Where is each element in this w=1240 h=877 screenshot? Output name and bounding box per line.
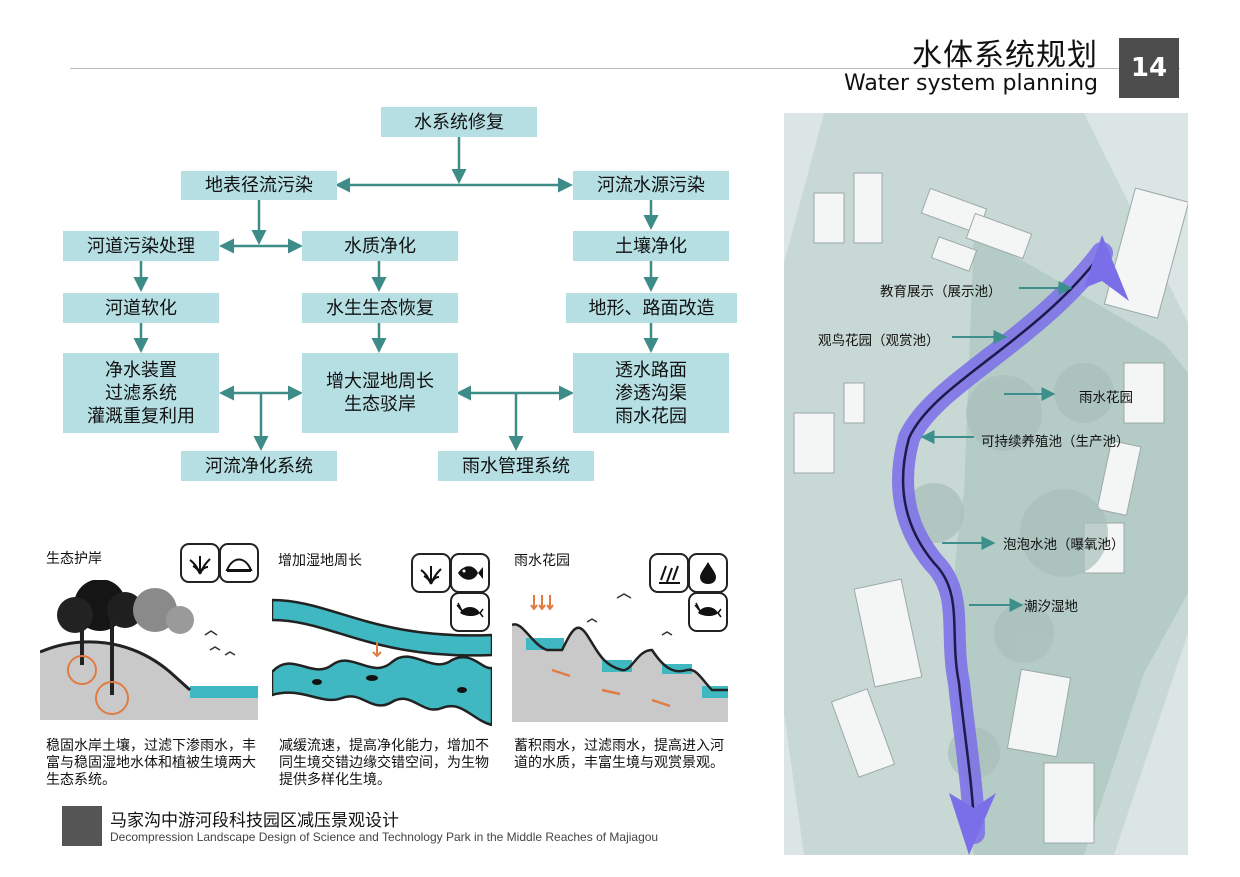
flow-box-channel-softening: 河道软化 <box>63 293 219 323</box>
flow-box-terrain-road-modification: 地形、路面改造 <box>566 293 737 323</box>
map-label-bubble-pool: 泡泡水池（曝氧池） <box>1003 537 1125 553</box>
header-divider <box>70 68 1180 69</box>
mound-icon <box>219 543 259 583</box>
flow-box-surface-runoff-pollution: 地表径流污染 <box>181 171 337 200</box>
map-label-bird-garden: 观鸟花园（观赏池） <box>818 333 940 349</box>
eco-bank-illustration <box>40 580 258 720</box>
panel-title-wetland-perimeter: 增加湿地周长 <box>278 553 362 569</box>
flow-box-rainwater-management-system: 雨水管理系统 <box>438 451 594 481</box>
project-title-cn: 马家沟中游河段科技园区减压景观设计 <box>110 811 399 831</box>
map-label-rain-garden: 雨水花园 <box>1079 390 1133 406</box>
shrimp-icon <box>688 592 728 632</box>
flow-box-water-purification: 水质净化 <box>302 231 458 261</box>
flow-box-wetland-perimeter: 增大湿地周长 生态驳岸 <box>302 353 458 433</box>
water-drop-icon <box>688 553 728 593</box>
project-title-en: Decompression Landscape Design of Scienc… <box>110 830 659 844</box>
panel-description-eco-bank: 稳固水岸土壤，过滤下渗雨水，丰富与稳固湿地水体和植被生境两大生态系统。 <box>46 738 256 788</box>
page-number-badge: 14 <box>1119 38 1179 98</box>
map-label-aquaculture-pool: 可持续养殖池（生产池） <box>981 434 1130 450</box>
flow-box-river-purification-system: 河流净化系统 <box>181 451 337 481</box>
flow-box-river-source-pollution: 河流水源污染 <box>573 171 729 200</box>
rain-icon <box>649 553 689 593</box>
grass-icon <box>411 553 451 593</box>
fish-icon <box>450 553 490 593</box>
flow-box-channel-pollution-treatment: 河道污染处理 <box>63 231 219 261</box>
footer-square <box>62 806 102 846</box>
site-plan-map <box>784 113 1188 855</box>
flow-box-water-system-repair: 水系统修复 <box>381 107 537 137</box>
panel-description-rain-garden: 蓄积雨水，过滤雨水，提高进入河道的水质，丰富生境与观赏景观。 <box>514 738 724 771</box>
rain-garden-illustration <box>512 593 728 722</box>
panel-title-rain-garden: 雨水花园 <box>514 553 570 569</box>
grass-icon <box>180 543 220 583</box>
map-label-education-pool: 教育展示（展示池） <box>880 284 1002 300</box>
page-title: 水体系统规划 <box>912 38 1098 73</box>
map-label-tidal-wetland: 潮汐湿地 <box>1024 599 1078 615</box>
page-subtitle: Water system planning <box>843 71 1098 96</box>
panel-description-wetland-perimeter: 减缓流速，提高净化能力，增加不同生境交错边缘交错空间，为生物提供多样化生境。 <box>279 738 489 788</box>
shrimp-icon <box>450 592 490 632</box>
flow-box-aquatic-ecology-restoration: 水生生态恢复 <box>302 293 458 323</box>
panel-title-eco-bank: 生态护岸 <box>46 551 102 567</box>
wetland-perimeter-illustration <box>272 598 492 727</box>
flow-box-soil-purification: 土壤净化 <box>573 231 729 261</box>
flowchart-connectors <box>133 137 659 451</box>
flow-box-permeable-systems: 透水路面 渗透沟渠 雨水花园 <box>573 353 729 433</box>
flow-box-purification-devices: 净水装置 过滤系统 灌溉重复利用 <box>63 353 219 433</box>
